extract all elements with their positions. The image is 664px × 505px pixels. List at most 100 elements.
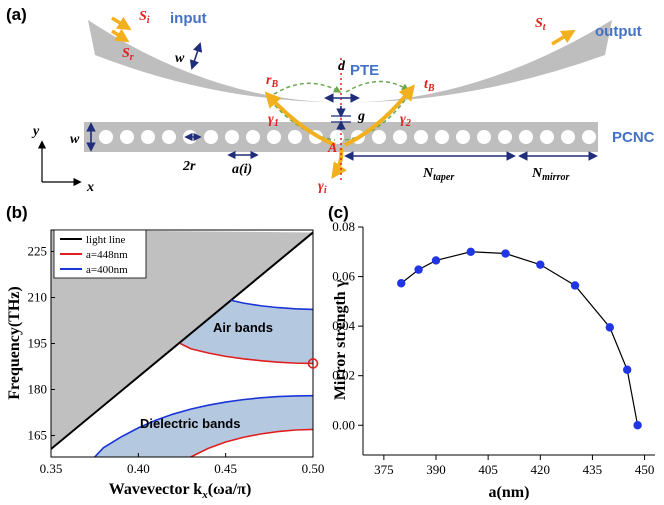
x-tick-label: 450	[635, 462, 655, 477]
series-line	[94, 394, 313, 457]
chart-b-ylabel: Frequency(THz)	[6, 286, 23, 399]
panel-a-label: (a)	[6, 5, 27, 24]
sr-label: Sr	[122, 46, 134, 63]
gamma-i-label: γi	[318, 179, 327, 196]
crystal-hole	[372, 130, 386, 144]
crystal-hole	[456, 130, 470, 144]
data-point	[570, 281, 580, 290]
y-tick-label: 0.00	[332, 417, 355, 432]
n-mirror-label: Nmirror	[531, 166, 569, 183]
data-point	[622, 365, 632, 374]
y-tick-label: 210	[28, 289, 48, 304]
data-point	[431, 256, 441, 265]
x-tick-label: 420	[531, 462, 551, 477]
input-label: input	[170, 10, 207, 27]
panel-b-label: (b)	[6, 203, 28, 222]
sr-arrow	[111, 28, 130, 43]
legend-entry-a448: a=448nm	[86, 249, 128, 261]
crystal-hole	[225, 130, 239, 144]
crystal-hole	[540, 130, 554, 144]
crystal-hole	[141, 130, 155, 144]
crystal-hole	[561, 130, 575, 144]
w-top-label: w	[175, 51, 185, 66]
crystal-hole	[246, 130, 260, 144]
panel-c-label: (c)	[328, 203, 349, 222]
si-label: Si	[139, 9, 150, 26]
crystal-hole	[99, 130, 113, 144]
legend-entry-a400: a=400nm	[86, 264, 128, 276]
g-label: g	[357, 109, 365, 124]
gamma-i-arrow	[331, 147, 347, 179]
crystal-hole	[267, 130, 281, 144]
crystal-hole	[120, 130, 134, 144]
data-point	[397, 279, 406, 288]
x-tick-label: 405	[478, 462, 498, 477]
x-tick-label: 375	[374, 462, 394, 477]
rb-label: rB	[266, 73, 278, 90]
chart-b-legend: light line a=448nm a=400nm	[53, 229, 147, 279]
chart-c-ylabel: Mirror strength γ	[332, 279, 349, 400]
band-edge-marker	[307, 358, 319, 369]
series-line	[179, 342, 313, 365]
series-line	[51, 231, 313, 450]
data-point	[605, 323, 615, 332]
series-line	[230, 299, 313, 311]
mirror-strength-points	[397, 247, 642, 430]
dielectric-band-region	[94, 395, 313, 457]
gamma2-label: γ2	[400, 112, 411, 129]
d-label: d	[338, 59, 346, 74]
chart-c-ticks: 375 390 405 420 435 450 0.00 0.02 0.04 0.06 0.08	[332, 219, 654, 477]
crystal-hole	[162, 130, 176, 144]
y-tick-label: 0.08	[332, 219, 355, 234]
air-bands-label: Air bands	[213, 320, 273, 335]
gamma1-label: γ1	[268, 112, 279, 129]
crystal-hole	[204, 130, 218, 144]
tb-label: tB	[424, 77, 435, 94]
a-i-label: a(i)	[232, 162, 252, 177]
crystal-hole	[582, 130, 596, 144]
two-r-label: 2r	[182, 159, 196, 174]
y-axis-label: y	[31, 124, 40, 139]
gamma1-arrow	[264, 91, 336, 147]
data-point	[501, 249, 510, 258]
chart-b-xlabel: Wavevector kx(ωa/π)	[109, 481, 252, 501]
st-label: St	[535, 16, 547, 33]
crystal-hole	[519, 130, 533, 144]
pcnc-label: PCNC	[612, 129, 655, 146]
pte-label: PTE	[350, 62, 379, 79]
series-line	[190, 428, 313, 457]
crystal-hole	[414, 130, 428, 144]
w-bottom-label: w	[70, 132, 80, 147]
y-tick-label: 195	[28, 336, 48, 351]
x-tick-label: 390	[426, 462, 446, 477]
coupling-path-lower-right	[344, 95, 409, 141]
x-tick-label: 0.35	[40, 461, 63, 476]
y-tick-label: 180	[28, 382, 48, 397]
x-tick-label: 0.50	[302, 461, 325, 476]
crystal-hole	[435, 130, 449, 144]
legend-entry-light-line: light line	[86, 234, 126, 246]
st-arrow	[551, 29, 576, 46]
data-point	[414, 265, 423, 274]
width-arrow-top	[189, 42, 203, 70]
crystal-hole	[288, 130, 302, 144]
dielectric-bands-label: Dielectric bands	[140, 416, 240, 431]
crystal-hole	[393, 130, 407, 144]
n-taper-label: Ntaper	[422, 166, 454, 183]
y-tick-label: 0.06	[332, 269, 355, 284]
si-arrow	[111, 16, 132, 31]
x-axis-label: x	[86, 180, 94, 195]
band-lines	[51, 231, 313, 457]
chart-c-xlabel: a(nm)	[489, 484, 530, 501]
output-label: output	[595, 23, 642, 40]
bus-waveguide	[88, 20, 612, 103]
y-tick-label: 165	[28, 428, 48, 443]
mirror-strength-line	[400, 251, 639, 426]
x-tick-label: 0.40	[127, 461, 150, 476]
x-tick-label: 0.45	[214, 461, 237, 476]
y-tick-label: 0.02	[332, 368, 355, 383]
x-tick-label: 435	[583, 462, 603, 477]
y-tick-label: 0.04	[332, 318, 355, 333]
